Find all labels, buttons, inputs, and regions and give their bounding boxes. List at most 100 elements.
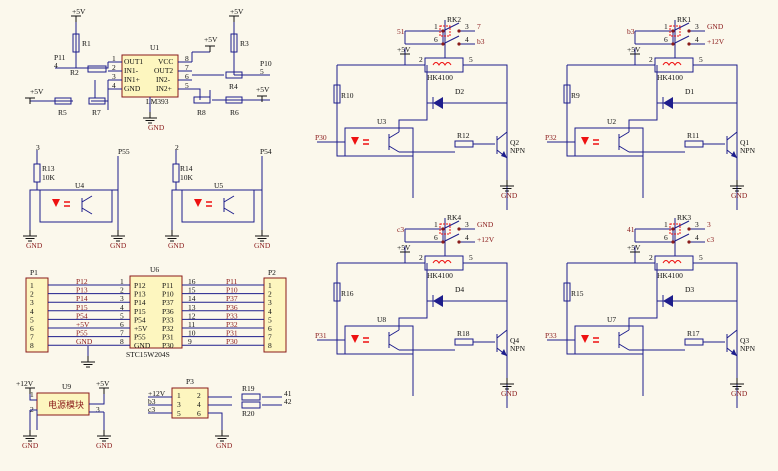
- relay-pin6: 6: [664, 233, 668, 242]
- relay-diode: D1: [685, 87, 694, 96]
- p3-c3: c3: [148, 405, 155, 414]
- p1-net: P14: [76, 294, 88, 303]
- relay-pull-label: R9: [571, 91, 580, 100]
- p3-pin6: 6: [197, 409, 201, 418]
- relay-opto-ref: U8: [377, 315, 386, 324]
- u4-net-in: 3: [36, 143, 40, 152]
- relay-opto-ref: U3: [377, 117, 386, 126]
- p2-pin-num: 5: [268, 315, 272, 324]
- u1-pin-in2p: IN2+: [156, 84, 172, 93]
- r5: [54, 97, 72, 105]
- p1-pin-num: 6: [30, 324, 34, 333]
- u1-body: [121, 54, 179, 98]
- p3-pin3: 3: [177, 400, 181, 409]
- u1-ref: U1: [150, 43, 159, 52]
- relay-pin5: 5: [699, 55, 703, 64]
- r20: [241, 401, 261, 409]
- r14: [172, 163, 180, 183]
- u6-left-num: 7: [120, 329, 124, 338]
- p3-pin2: 2: [197, 391, 201, 400]
- u6-part: STC15W204S: [126, 350, 170, 359]
- relay-gnd: GND: [731, 191, 748, 200]
- net-5: 5: [260, 67, 264, 76]
- relay-pin3: 3: [695, 22, 699, 31]
- relay-vcc: +5V: [397, 45, 411, 54]
- u9-pin1: 1: [30, 390, 34, 399]
- u1-vcc-pin8: +5V: [204, 35, 218, 44]
- u9-gnd2: GND: [96, 441, 113, 450]
- p3-pin4: 4: [197, 400, 201, 409]
- u6-left-pin: P55: [134, 333, 146, 342]
- relay-ctrl-net: P30: [315, 133, 327, 142]
- u6-left-num: 1: [120, 277, 124, 286]
- relay-pull-res: [333, 84, 341, 104]
- relay-pin4: 4: [465, 233, 469, 242]
- u5-net-out: P54: [260, 147, 272, 156]
- relay-coil: [654, 57, 694, 73]
- r3: [230, 33, 238, 53]
- u1-pn8: 8: [185, 54, 189, 63]
- p2-net: P30: [226, 337, 238, 346]
- p1-net: GND: [76, 337, 93, 346]
- u1-vcc-r6: +5V: [256, 85, 270, 94]
- p3-12v: +12V: [148, 389, 166, 398]
- r1-label: R1: [82, 39, 91, 48]
- relay-pin2: 2: [419, 55, 423, 64]
- u6-left-num: 2: [120, 286, 124, 295]
- u6-right-num: 15: [188, 286, 196, 295]
- p2-pin-num: 8: [268, 341, 272, 350]
- power-module: 电源模块 U9 +12V +5V 1 2 3 GND GND: [16, 379, 113, 450]
- u6-left-pin: P54: [134, 315, 146, 324]
- u1-pin-vcc: VCC: [158, 57, 173, 66]
- comparator-section: U1 LM393 OUT1 IN1- IN1+ GND VCC OUT2 IN2…: [24, 7, 272, 132]
- u6-left-pin: +5V: [134, 324, 148, 333]
- p2-header: [263, 277, 287, 353]
- u6-body: [129, 275, 183, 349]
- u6-left-pin: P15: [134, 307, 146, 316]
- relay-transistor: Q3: [740, 336, 749, 345]
- r4: [225, 71, 243, 79]
- relay-no-net: b3: [477, 37, 485, 46]
- relay-pull-res: [563, 282, 571, 302]
- relay-base-res: [454, 338, 474, 346]
- p2-pin-num: 6: [268, 324, 272, 333]
- u9-gnd1: GND: [22, 441, 39, 450]
- relay-com-net: b3: [627, 27, 635, 36]
- relay-pin3: 3: [465, 220, 469, 229]
- u5-gnd2: GND: [254, 241, 271, 250]
- relay-gnd: GND: [501, 389, 518, 398]
- u1-pin-out1: OUT1: [124, 57, 143, 66]
- relay-base-label: R12: [457, 131, 470, 140]
- relay-transistor-type: NPN: [740, 344, 756, 353]
- relay-ref: RK1: [677, 15, 691, 24]
- p3-42: 42: [284, 397, 292, 406]
- p1-net: +5V: [76, 320, 90, 329]
- relay-coil-part: HK4100: [657, 271, 683, 280]
- u6-ref: U6: [150, 265, 159, 274]
- relay-coil: [424, 57, 464, 73]
- u1-pn7: 7: [185, 63, 189, 72]
- r2: [87, 65, 107, 73]
- p1-pin-num: 8: [30, 341, 34, 350]
- p3-b3: b3: [148, 397, 156, 406]
- p1-pin-num: 4: [30, 307, 34, 316]
- relay-pin5: 5: [699, 253, 703, 262]
- u1-pin-in2m: IN2-: [156, 75, 171, 84]
- relay-diode: D3: [685, 285, 694, 294]
- p1-net: P55: [76, 329, 88, 338]
- relay-pin1: 1: [664, 22, 668, 31]
- u6-right-num: 9: [188, 337, 192, 346]
- u1-pin-in1p: IN1+: [124, 75, 140, 84]
- p3-ref: P3: [186, 377, 194, 386]
- relay-no-net: +12V: [477, 235, 495, 244]
- net-p11: P11: [54, 53, 66, 62]
- relay-pull-res: [563, 84, 571, 104]
- u5-ref: U5: [214, 181, 223, 190]
- relay-nc-net: GND: [707, 22, 724, 31]
- relay-nc-net: 3: [707, 220, 711, 229]
- u6-right-num: 16: [188, 277, 196, 286]
- relay-base-res: [684, 338, 704, 346]
